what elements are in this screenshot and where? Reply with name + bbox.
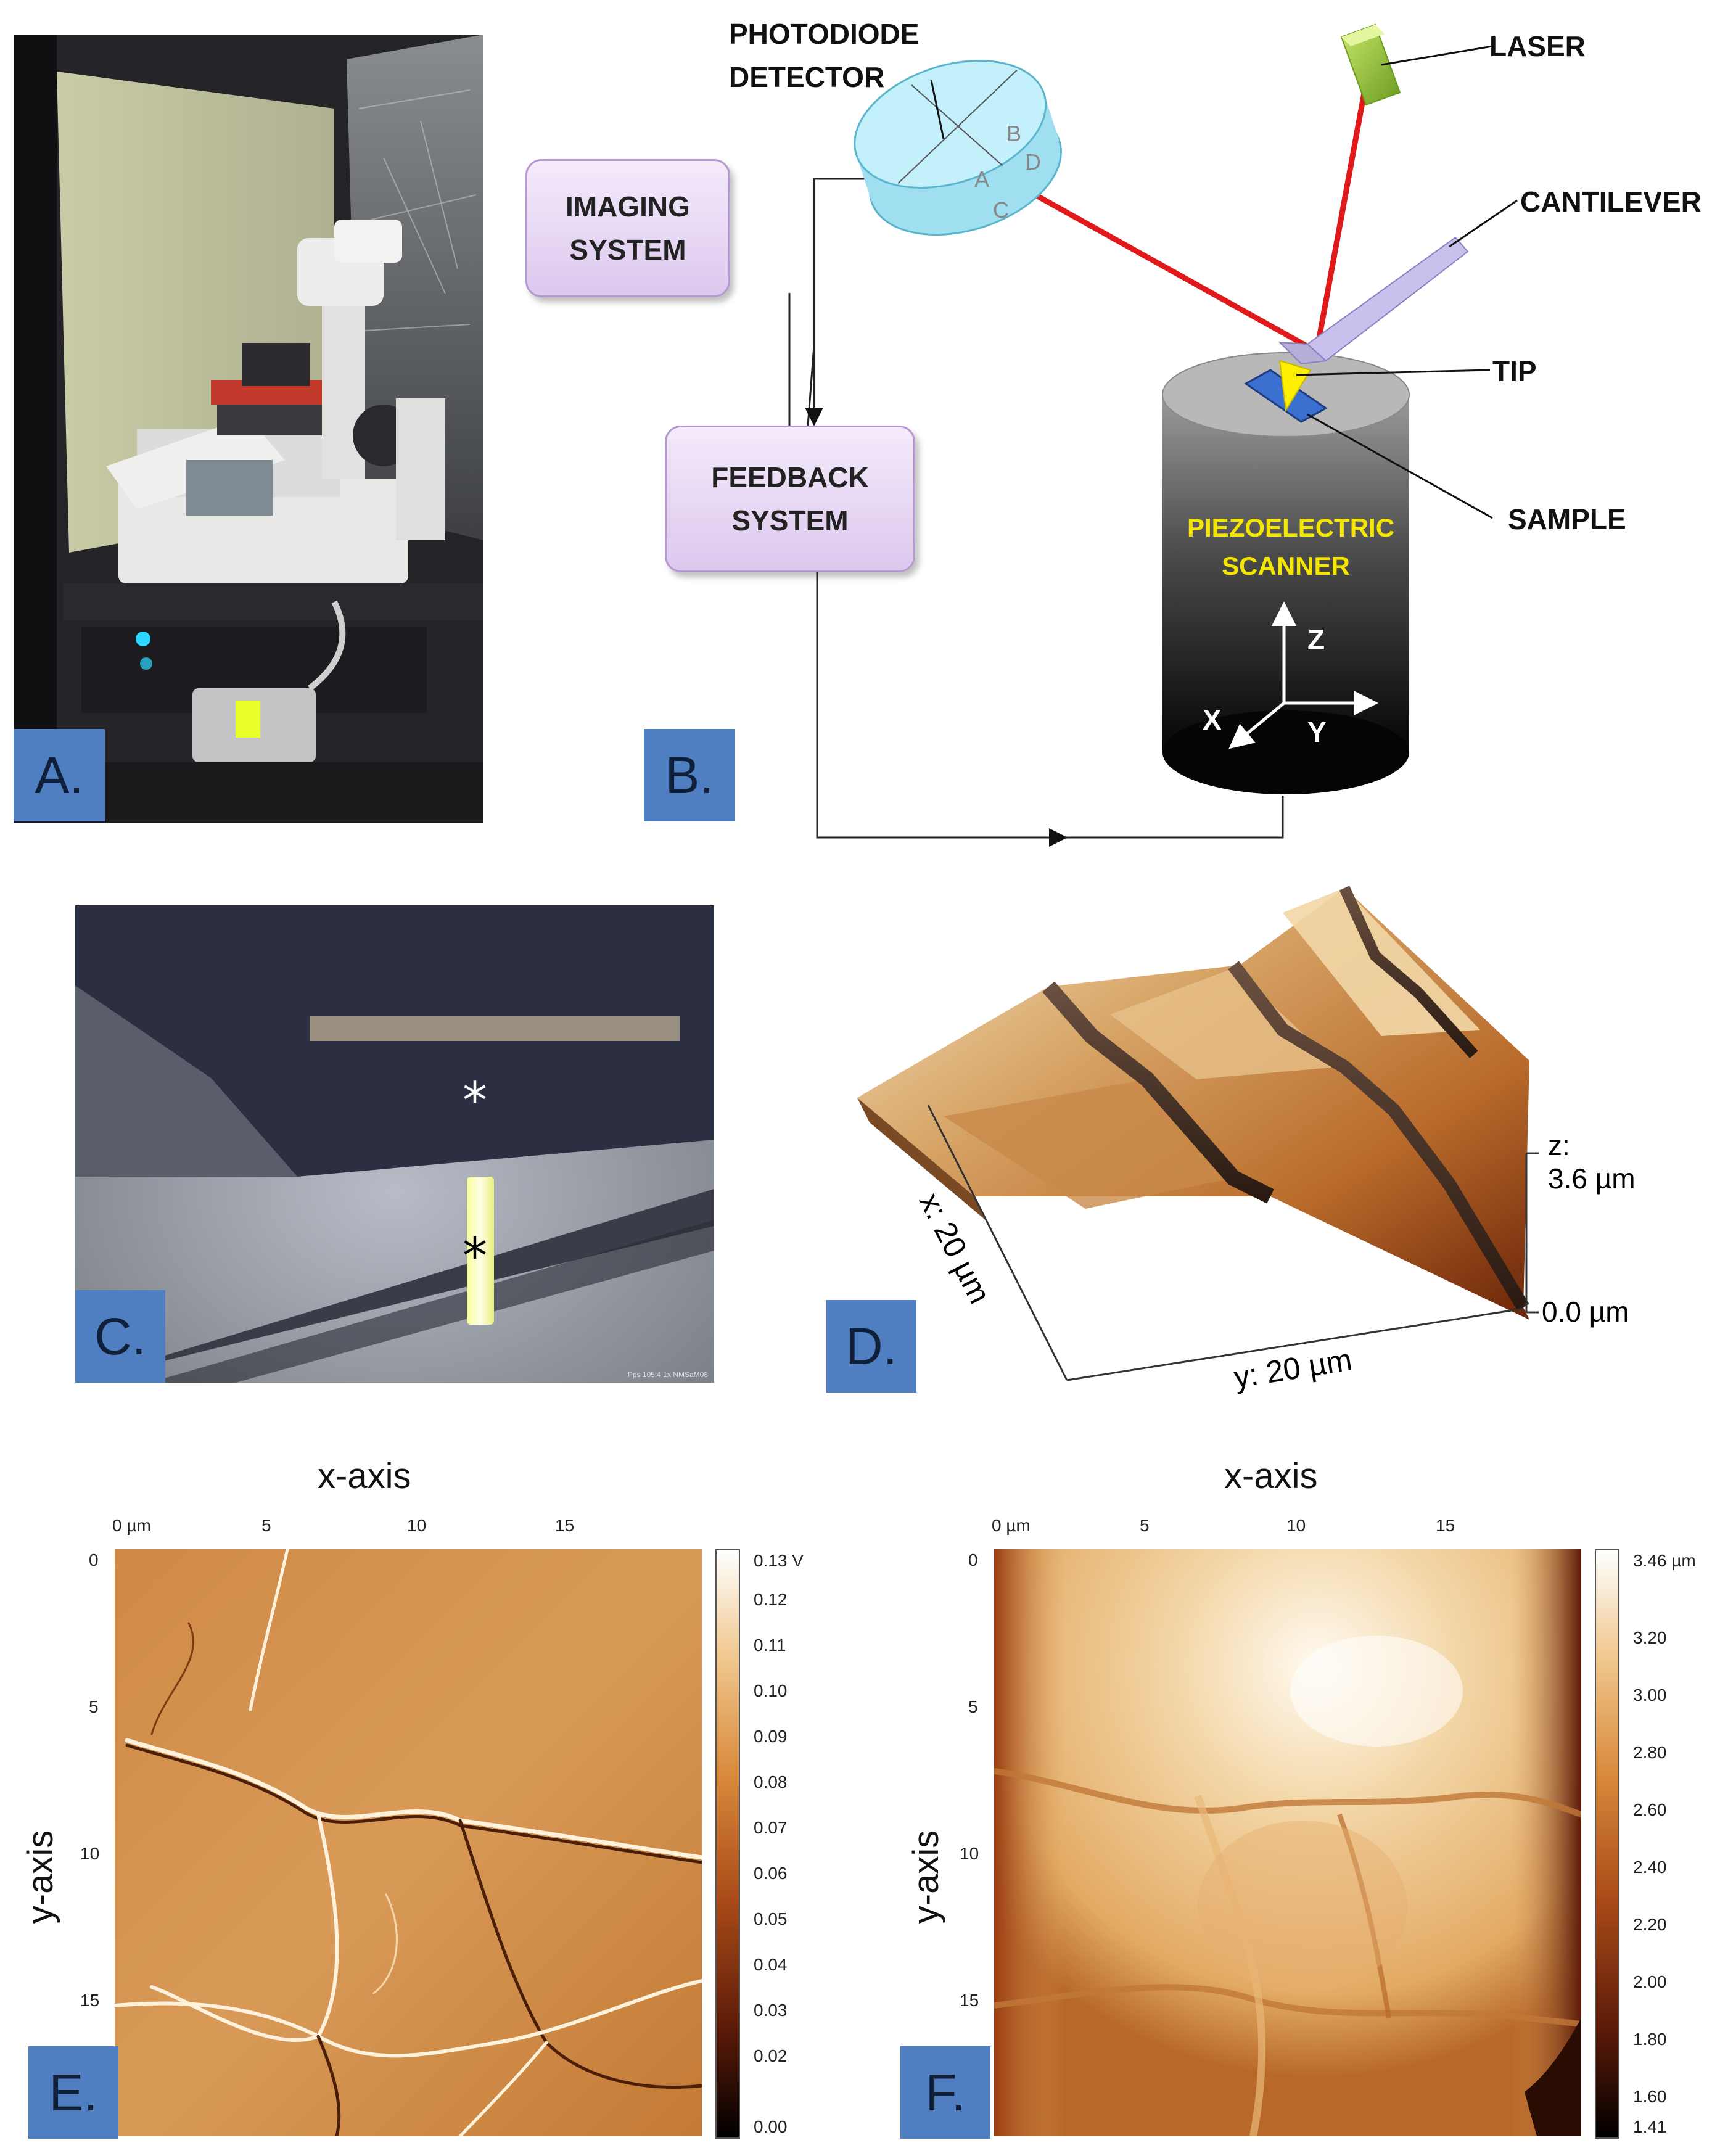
quadrant-a: A [974, 167, 990, 192]
f-x-axis-title: x-axis [1224, 1456, 1318, 1496]
feedback-system-box: FEEDBACK SYSTEM [665, 426, 915, 572]
e-y-tick-0: 0 [89, 1550, 99, 1570]
f-y-tick-15: 15 [960, 1991, 979, 2010]
e-cbar-tick-2: 0.11 [754, 1636, 786, 1655]
f-cbar-tick-10: 1.41 [1633, 2117, 1667, 2136]
f-cbar-tick-4: 2.60 [1633, 1800, 1667, 1819]
panel-d-3d-topography: x: 20 µm y: 20 µm z: 3.6 µm 0.0 µm [802, 876, 1720, 1431]
panel-e-label: E. [28, 2046, 118, 2139]
laser-beam [1016, 89, 1368, 356]
e-cbar-tick-7: 0.06 [754, 1864, 788, 1883]
e-cbar-tick-11: 0.02 [754, 2046, 788, 2065]
axis-z-label: Z [1307, 623, 1325, 656]
f-y-tick-10: 10 [960, 1844, 979, 1863]
d-z-min-label: 0.0 µm [1542, 1296, 1629, 1328]
panel-b-label: B. [644, 729, 735, 821]
cantilever-beam [1278, 236, 1469, 365]
f-cbar-tick-8: 1.80 [1633, 2030, 1667, 2049]
f-y-axis-title: y-axis [906, 1830, 947, 1924]
marker-top: * [463, 1072, 487, 1129]
f-x-tick-15: 15 [1436, 1516, 1455, 1535]
marker-bottom: * [463, 1227, 487, 1285]
e-map-image [115, 1549, 702, 2136]
afm-schematic [788, 23, 1518, 847]
photodiode-detector [854, 59, 1062, 236]
camera-caption: Pps 105.4 1x NMSaM08 [627, 1370, 708, 1379]
tip-triangle [1278, 360, 1312, 412]
e-cbar-tick-5: 0.08 [754, 1772, 788, 1792]
laser-label: LASER [1489, 30, 1586, 62]
quadrant-c: C [993, 197, 1009, 223]
f-cbar-tick-9: 1.60 [1633, 2087, 1667, 2106]
d-z-axis-label: z: 3.6 µm [1548, 1129, 1636, 1195]
cantilever-tip-highlight [467, 1177, 494, 1325]
microscope-photo [14, 35, 483, 823]
panel-b-diagram: PHOTODIODE DETECTOR LASER CANTILEVER TIP… [506, 0, 1720, 863]
e-y-axis-title: y-axis [20, 1830, 61, 1924]
panel-a-label: A. [14, 729, 105, 821]
e-cbar-tick-12: 0.00 [754, 2117, 788, 2136]
f-height-map [994, 1549, 1581, 2136]
e-cbar-tick-9: 0.04 [754, 1955, 788, 1974]
f-x-tick-5: 5 [1140, 1516, 1150, 1535]
e-x-tick-0: 0 µm [112, 1516, 151, 1535]
f-cbar-tick-7: 2.00 [1633, 1972, 1667, 1991]
e-x-tick-15: 15 [555, 1516, 575, 1535]
f-y-tick-0: 0 [968, 1550, 978, 1570]
e-cbar-tick-4: 0.09 [754, 1727, 788, 1746]
e-x-tick-5: 5 [261, 1516, 271, 1535]
quadrant-b: B [1006, 121, 1022, 146]
e-cbar-tick-0: 0.13 V [754, 1551, 804, 1570]
sample-label: SAMPLE [1508, 503, 1626, 535]
e-cbar-tick-1: 0.12 [754, 1590, 788, 1609]
tip-label: TIP [1492, 355, 1537, 387]
f-map-image [994, 1549, 1581, 2136]
e-y-tick-15: 15 [80, 1991, 100, 2010]
axis-y-label: Y [1307, 716, 1327, 748]
quadrant-d: D [1025, 149, 1041, 175]
f-y-tick-5: 5 [968, 1697, 978, 1716]
detector-to-feedback-line [807, 178, 888, 426]
scanner-label: PIEZOELECTRIC SCANNER [1187, 513, 1395, 580]
f-x-tick-10: 10 [1286, 1516, 1306, 1535]
f-cbar-tick-0: 3.46 µm [1633, 1551, 1696, 1570]
panel-c-camera: * * Pps 105.4 1x NMSaM08 [75, 905, 714, 1383]
e-y-tick-10: 10 [80, 1844, 100, 1863]
e-y-tick-5: 5 [89, 1697, 99, 1716]
panel-a-photo [14, 35, 483, 823]
photodiode-label: PHOTODIODE DETECTOR [729, 18, 920, 93]
f-cbar-tick-5: 2.40 [1633, 1858, 1667, 1877]
imaging-system-box: IMAGING SYSTEM [525, 159, 730, 297]
cantilever-label: CANTILEVER [1520, 186, 1701, 218]
f-colorbar [1595, 1549, 1619, 2139]
e-cbar-tick-3: 0.10 [754, 1681, 788, 1700]
panel-d-label: D. [826, 1300, 916, 1393]
e-x-tick-10: 10 [407, 1516, 427, 1535]
e-cbar-tick-6: 0.07 [754, 1818, 788, 1837]
laser-module [1340, 23, 1401, 106]
panel-f-label: F. [900, 2046, 990, 2139]
f-cbar-tick-6: 2.20 [1633, 1915, 1667, 1934]
f-cbar-tick-2: 3.00 [1633, 1685, 1667, 1705]
f-cbar-tick-3: 2.80 [1633, 1743, 1667, 1762]
cantilever-camera-view [75, 905, 714, 1383]
f-x-tick-0: 0 µm [992, 1516, 1031, 1535]
topography-3d-surface [857, 886, 1539, 1381]
e-cbar-tick-8: 0.05 [754, 1909, 788, 1928]
e-colorbar [715, 1549, 740, 2139]
e-cbar-tick-10: 0.03 [754, 2001, 788, 2020]
e-deflection-map [115, 1549, 702, 2136]
e-x-axis-title: x-axis [318, 1456, 411, 1496]
panel-c-label: C. [75, 1290, 165, 1383]
axis-x-label: X [1203, 704, 1222, 736]
f-cbar-tick-1: 3.20 [1633, 1628, 1667, 1647]
